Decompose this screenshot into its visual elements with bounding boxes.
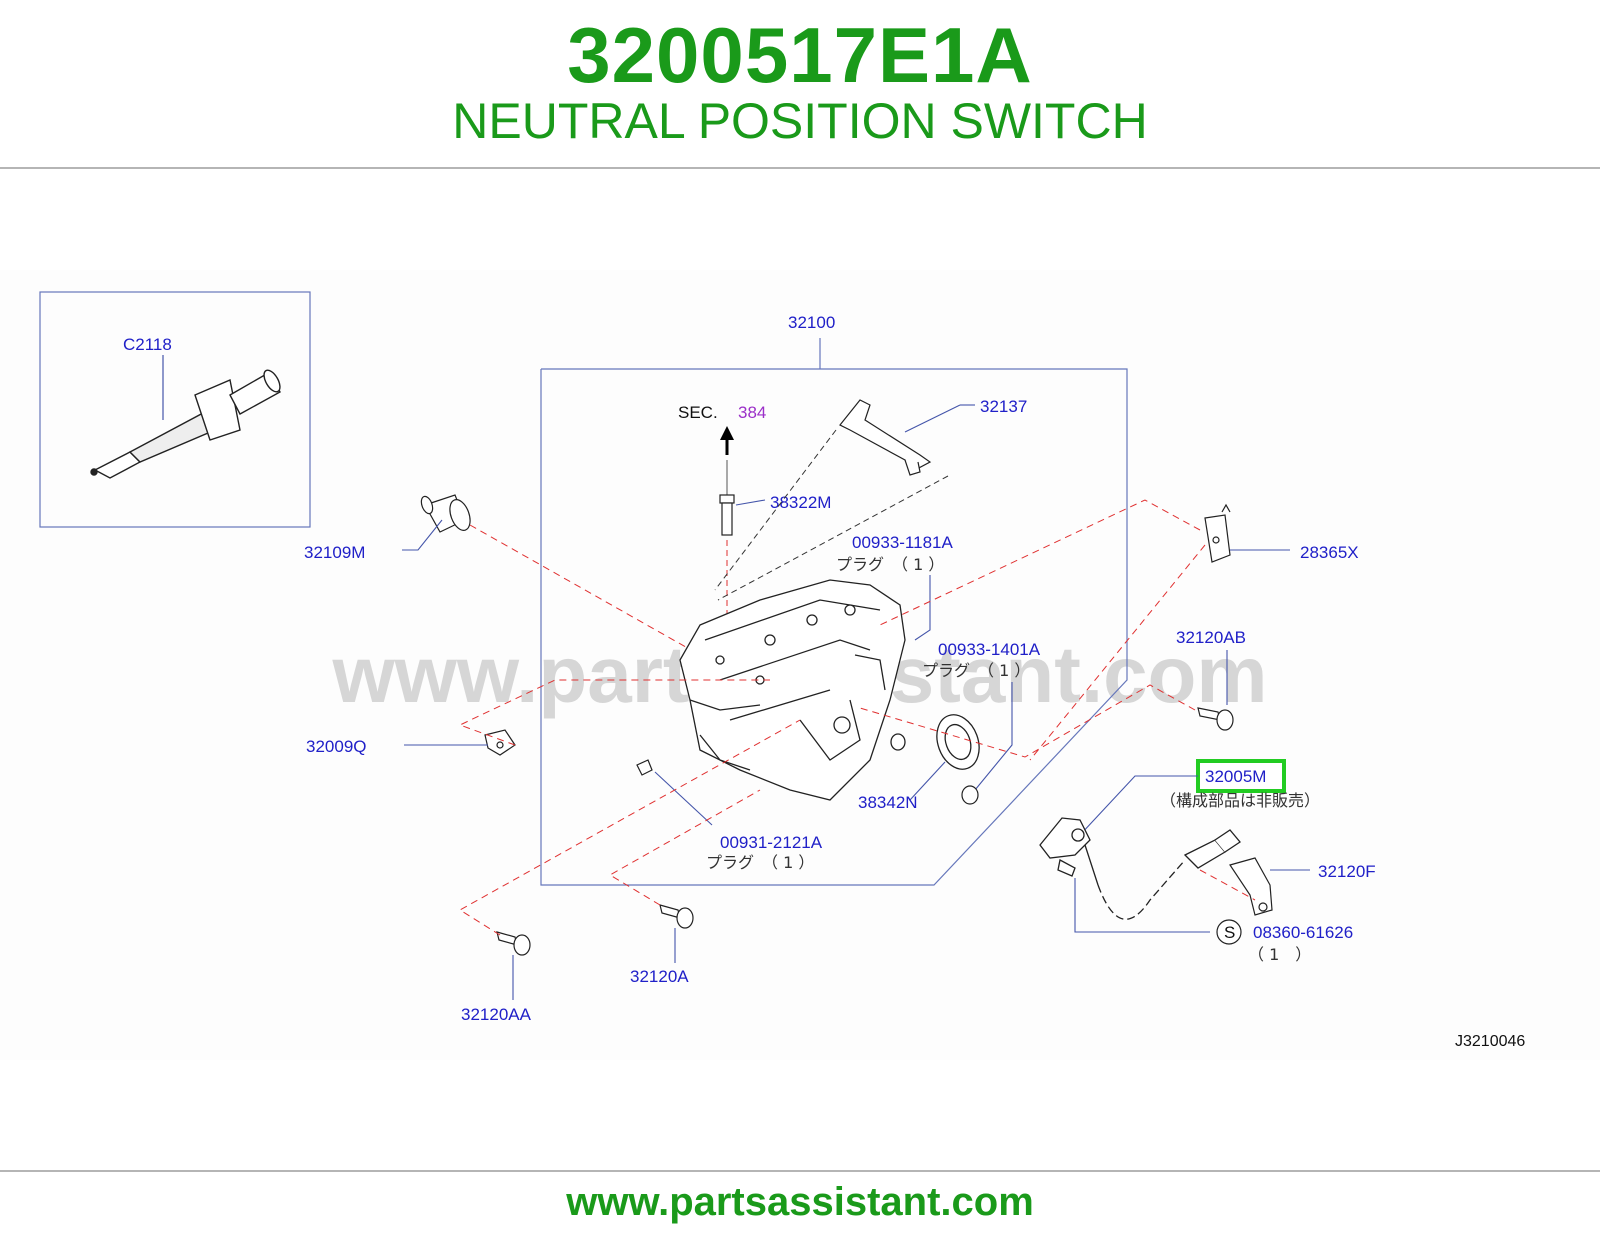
label-38322m[interactable]: 38322M [770, 493, 831, 512]
label-38342n[interactable]: 38342N [858, 793, 918, 812]
label-32120a[interactable]: 32120A [630, 967, 689, 986]
label-s-mark: S [1224, 923, 1235, 942]
footer-url-link[interactable]: www.partsassistant.com [566, 1180, 1034, 1224]
s-mark-icon [1216, 919, 1242, 945]
plug-32109m-icon [420, 494, 471, 533]
label-00933-1181a[interactable]: 00933-1181A [852, 533, 953, 552]
plug-00931-2121a-icon [636, 759, 653, 776]
label-32137[interactable]: 32137 [980, 397, 1027, 416]
oil-seal-38342n-icon [890, 714, 980, 770]
label-c2118[interactable]: C2118 [123, 335, 172, 354]
bolt-32120a-icon [659, 904, 694, 929]
sealant-tube-icon [90, 369, 281, 479]
label-32120f[interactable]: 32120F [1318, 862, 1376, 881]
transmission-case-icon [679, 579, 906, 801]
label-00933-1401a[interactable]: 00933-1401A [938, 640, 1041, 659]
label-plug-2121a: プラグ （ 1 ） [706, 853, 814, 872]
plug-00933-1401a-icon [961, 785, 979, 805]
part-number-title: 3200517E1A [567, 11, 1033, 99]
neutral-switch-32005m-icon [1039, 817, 1241, 920]
bracket-28365x-icon [1204, 503, 1231, 563]
label-32100[interactable]: 32100 [788, 313, 835, 332]
part-name-subtitle: NEUTRAL POSITION SWITCH [452, 93, 1148, 149]
label-sec-384[interactable]: 384 [738, 403, 766, 422]
label-plug-1401a: プラグ （ 1 ） [922, 661, 1030, 680]
clamp-32009q-icon [484, 729, 516, 756]
label-00931-2121a[interactable]: 00931-2121A [720, 833, 823, 852]
label-32109m[interactable]: 32109M [304, 543, 365, 562]
label-32005m[interactable]: 32005M [1205, 767, 1266, 786]
label-32120ab[interactable]: 32120AB [1176, 628, 1246, 647]
label-32009q[interactable]: 32009Q [306, 737, 367, 756]
breather-38322m-icon [719, 494, 735, 536]
c2118-inset-box [39, 291, 311, 528]
label-qty-1: （ 1 ） [1248, 945, 1311, 964]
bracket-32137-icon [839, 399, 932, 476]
header-divider [0, 167, 1600, 169]
label-08360-61626[interactable]: 08360-61626 [1253, 923, 1353, 942]
assembly-32100-box [540, 368, 1128, 886]
up-arrow-icon [720, 426, 734, 455]
diagram-reference-code: J3210046 [1455, 1033, 1525, 1050]
footer-divider [0, 1170, 1600, 1172]
bolt-32120aa-icon [496, 931, 531, 956]
label-32120aa[interactable]: 32120AA [461, 1005, 532, 1024]
label-plug-1181a: プラグ （ 1 ） [836, 555, 944, 574]
label-sec: SEC. [678, 403, 718, 422]
label-not-sold: （構成部品は非販売） [1160, 791, 1320, 810]
label-28365x[interactable]: 28365X [1300, 543, 1359, 562]
bolt-32120ab-icon [1197, 707, 1234, 731]
bracket-32120f-icon [1229, 857, 1273, 916]
